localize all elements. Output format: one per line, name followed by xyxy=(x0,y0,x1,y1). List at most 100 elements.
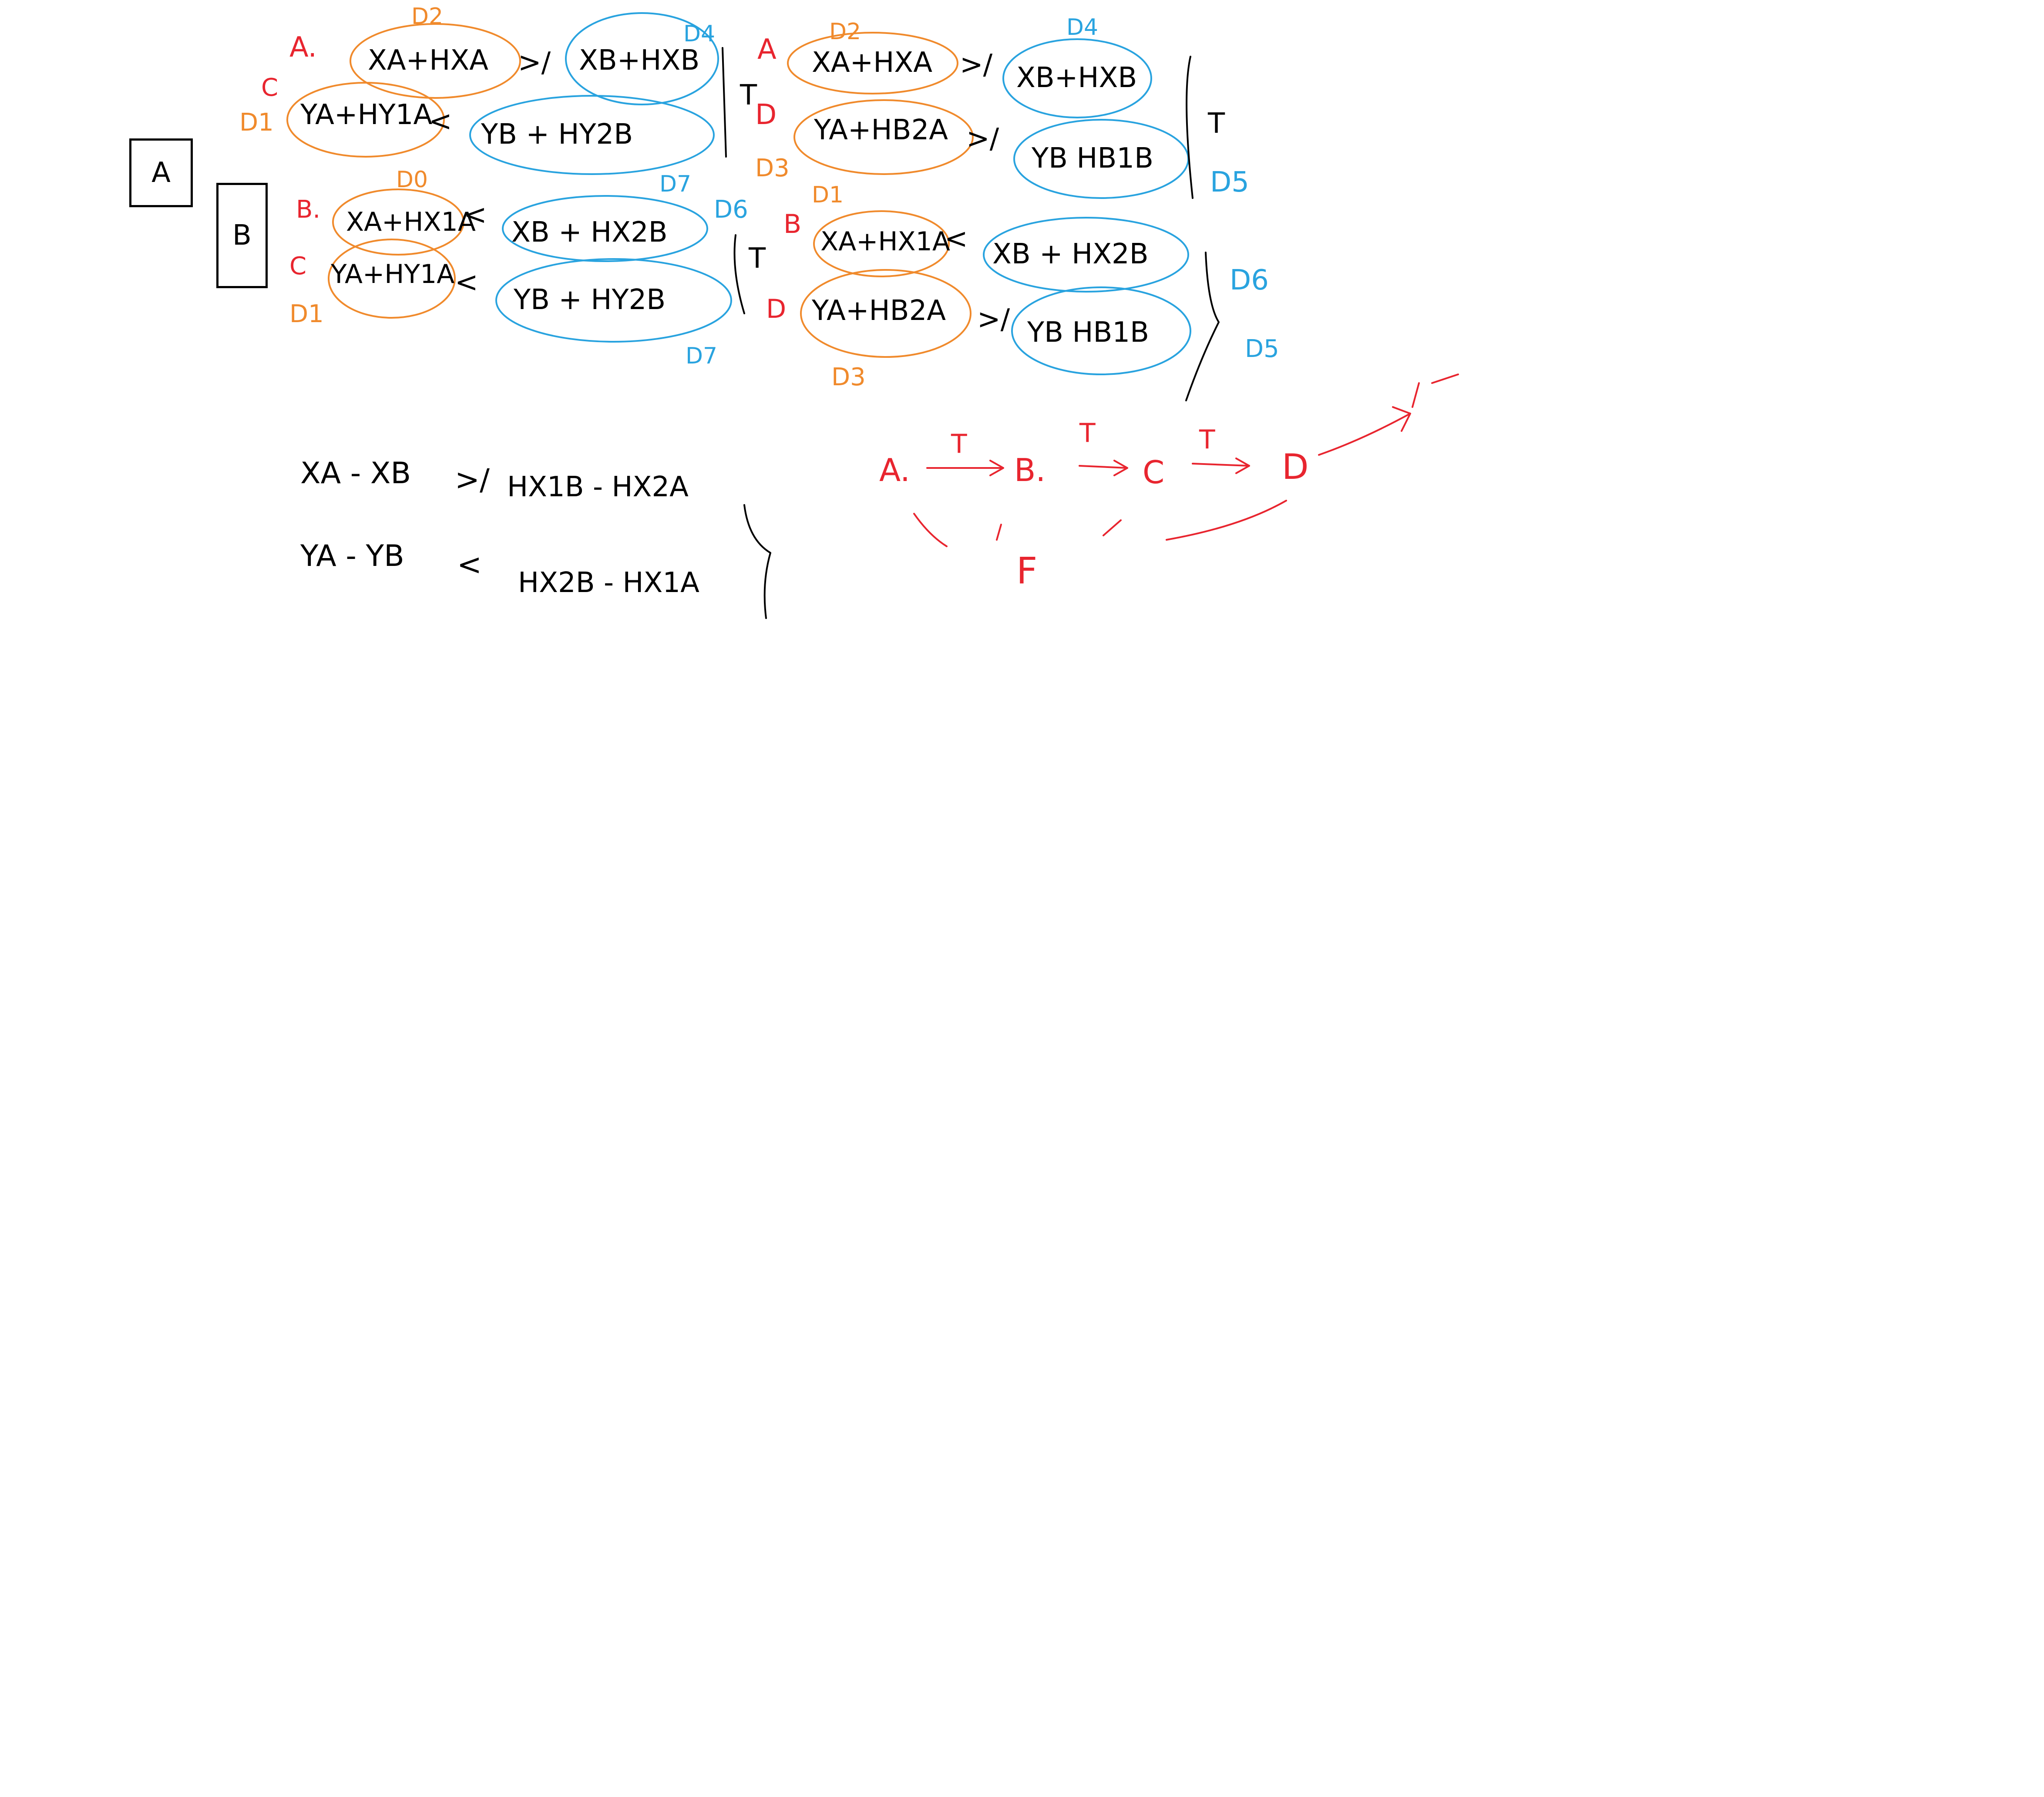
bracket-mark xyxy=(1186,56,1193,199)
label-d2: D2 xyxy=(411,3,443,30)
bracket-mark xyxy=(722,47,727,158)
label-d6: D6 xyxy=(714,195,748,224)
derivation-line1-right: HX1B - HX2A xyxy=(507,471,689,503)
box-b: B xyxy=(216,183,268,288)
expr-bottom-left: YA+HY1A xyxy=(300,99,432,131)
label-d: D xyxy=(755,99,777,131)
flow-node-c: C xyxy=(1143,454,1164,491)
expr-top-right: XB+HXB xyxy=(579,44,699,77)
expr-top-left: XA+HX1A xyxy=(346,207,476,237)
derivation-line1-op: >/ xyxy=(455,463,490,497)
orange-ellipse xyxy=(350,23,521,99)
derivation-line1-left: XA - XB xyxy=(300,456,411,491)
flow-edge-a-f xyxy=(913,513,948,547)
flow-edge-c-f xyxy=(1103,519,1122,536)
expr-top-right: XB+HXB xyxy=(1016,62,1137,94)
expr-top-left: XA+HXA xyxy=(812,47,932,79)
label-d2: D2 xyxy=(829,19,861,45)
expr-bottom-right: YB + HY2B xyxy=(481,118,633,151)
label-c: C xyxy=(289,252,306,280)
block-left-top: A. D2 D4 C D1 T D D7 XA+HXA >/ XB+HXB YA… xyxy=(239,3,777,197)
label-d7: D7 xyxy=(659,171,691,197)
label-t: T xyxy=(1207,108,1225,140)
derivation: XA - XB >/ HX1B - HX2A YA - YB < HX2B - … xyxy=(300,456,771,619)
flow-mark xyxy=(1412,374,1459,408)
expr-bottom-right: YB HB1B xyxy=(1027,316,1149,349)
blue-ellipse xyxy=(1002,38,1152,118)
flow-node-d: D xyxy=(1282,447,1309,487)
block-left-bottom: B. D0 D6 T C D1 D7 XA+HX1A < XB + HX2B Y… xyxy=(289,167,766,369)
label-d0: D0 xyxy=(396,167,428,193)
label-d5: D5 xyxy=(1210,166,1249,199)
label-d5: D5 xyxy=(1245,335,1279,363)
orange-ellipse xyxy=(800,269,972,358)
block-right-top: A D2 D4 T D3 D5 XA+HXA >/ XB+HXB YA+HB2A… xyxy=(755,14,1249,199)
blue-ellipse xyxy=(469,95,715,175)
blue-ellipse xyxy=(495,258,732,343)
blue-ellipse xyxy=(565,12,719,105)
blue-ellipse xyxy=(1011,286,1191,375)
label-c: C xyxy=(261,74,278,102)
label-t: T xyxy=(748,242,766,275)
flow-node-a: A. xyxy=(879,452,910,488)
orange-ellipse xyxy=(793,99,974,175)
label-d1: D1 xyxy=(289,300,324,328)
flow-edge-d-f xyxy=(1166,500,1287,541)
expr-bottom-right: YB + HY2B xyxy=(513,284,666,316)
expr-bottom-right: YB HB1B xyxy=(1031,142,1153,175)
label-d3: D3 xyxy=(755,154,790,182)
flow-node-f: F xyxy=(1016,549,1037,592)
label-d4: D4 xyxy=(683,21,715,47)
op-bottom: < xyxy=(455,266,478,299)
label-a: A xyxy=(757,34,777,66)
label-d: D xyxy=(766,294,786,324)
label-d1: D1 xyxy=(239,108,274,137)
bracket-mark xyxy=(743,504,771,619)
flow-edge-bc-label: T xyxy=(1079,418,1096,448)
label-d3: D3 xyxy=(831,363,866,391)
derivation-line2-op: < xyxy=(457,548,482,582)
flow-edge-ab xyxy=(926,460,1004,476)
block-right-bottom: B D1 D D3 D6 D5 XA+HX1A < XB + HX2B YA+H… xyxy=(766,182,1279,401)
orange-ellipse xyxy=(286,82,445,158)
blue-ellipse xyxy=(983,217,1189,293)
flow-edge-b-f xyxy=(996,524,1002,541)
bracket-mark xyxy=(733,234,745,314)
expr-top-left: XA+HX1A xyxy=(820,226,950,257)
label-d1: D1 xyxy=(812,182,844,208)
orange-ellipse xyxy=(328,239,456,319)
label-b: B. xyxy=(296,195,320,224)
op-bottom: < xyxy=(429,105,452,138)
orange-ellipse xyxy=(813,210,950,277)
blue-ellipse xyxy=(502,195,708,262)
orange-ellipse xyxy=(332,188,464,256)
expr-top-left: XA+HXA xyxy=(368,44,488,77)
flow-edge-cd-label: T xyxy=(1199,424,1215,455)
op-top: < xyxy=(464,199,487,231)
label-t: T xyxy=(740,79,757,111)
flow-edge-d-out xyxy=(1318,406,1411,456)
label-d6: D6 xyxy=(1230,264,1269,296)
op-top: < xyxy=(945,223,968,255)
op-bottom: >/ xyxy=(966,123,999,155)
op-top: >/ xyxy=(518,47,551,79)
flow-edge-cd xyxy=(1192,458,1250,474)
label-a: A. xyxy=(289,31,317,64)
expr-top-right: XB + HX2B xyxy=(511,216,668,249)
op-top: >/ xyxy=(960,49,993,81)
derivation-line2-right: HX2B - HX1A xyxy=(518,567,699,599)
op-bottom: >/ xyxy=(977,303,1010,336)
bracket-mark xyxy=(1185,252,1220,401)
label-d4: D4 xyxy=(1066,14,1098,40)
box-a: A xyxy=(129,138,193,207)
flow-edge-bc xyxy=(1079,460,1128,476)
expr-top-right: XB + HX2B xyxy=(992,238,1149,270)
flow-node-b: B. xyxy=(1014,452,1046,488)
flow-diagram: A. B. C D F T T T xyxy=(879,374,1459,592)
label-b: B xyxy=(783,209,801,239)
expr-bottom-left: YA+HB2A xyxy=(814,114,948,146)
label-d7: D7 xyxy=(686,343,717,369)
orange-ellipse xyxy=(787,32,958,94)
expr-bottom-left: YA+HY1A xyxy=(330,259,454,289)
